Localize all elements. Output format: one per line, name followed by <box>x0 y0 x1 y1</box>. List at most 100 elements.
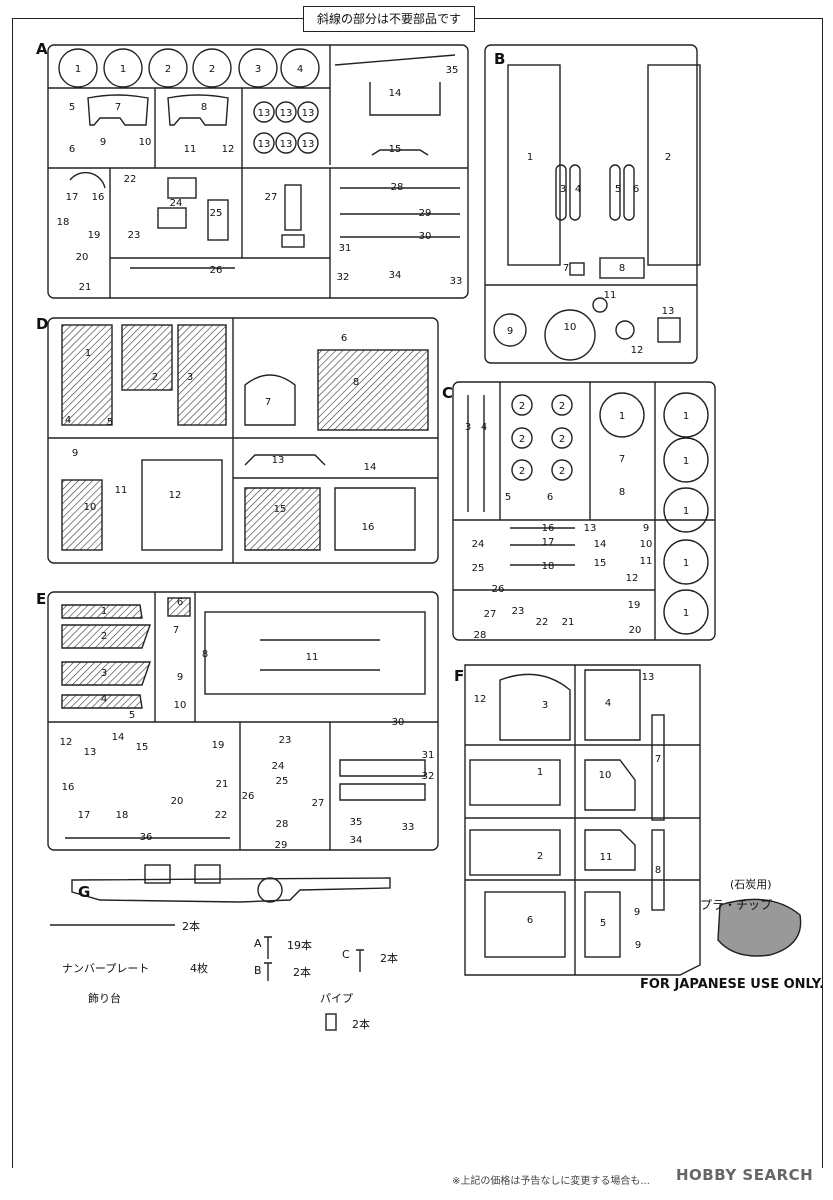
part-label-a-7: 7 <box>115 102 121 113</box>
part-label-f-2: 2 <box>537 851 543 862</box>
part-label-c-11: 11 <box>640 556 653 567</box>
screw-c-letter: C <box>342 948 350 961</box>
footer-note: ※上記の価格は予告なしに変更する場合も... <box>452 1176 650 1187</box>
part-label-d-12: 12 <box>169 490 182 501</box>
part-label-d-16: 16 <box>362 522 375 533</box>
sprue-a-discs <box>58 48 460 269</box>
part-label-e-29: 29 <box>275 840 288 851</box>
part-label-a-13: 13 <box>302 139 315 150</box>
part-label-a-10: 10 <box>139 137 152 148</box>
part-label-a-32: 32 <box>337 272 350 283</box>
part-label-a-17: 17 <box>66 192 79 203</box>
part-label-c-1: 1 <box>619 411 625 422</box>
part-label-e-11: 11 <box>306 652 319 663</box>
part-label-c-25: 25 <box>472 563 485 574</box>
part-label-c-3: 3 <box>465 422 471 433</box>
part-label-a-20: 20 <box>76 252 89 263</box>
display-stand-g <box>50 864 802 1031</box>
watermark: HOBBY SEARCH <box>676 1166 814 1184</box>
part-label-c-18: 18 <box>542 561 555 572</box>
part-label-a-6: 6 <box>69 144 75 155</box>
part-label-f-7: 7 <box>655 754 661 765</box>
part-label-d-5: 5 <box>107 417 113 428</box>
part-label-b-9: 9 <box>507 326 513 337</box>
part-label-c-2: 2 <box>519 434 525 445</box>
part-label-e-16: 16 <box>62 782 75 793</box>
part-label-c-2: 2 <box>519 401 525 412</box>
part-label-f-10: 10 <box>599 770 612 781</box>
part-label-a-12: 12 <box>222 144 235 155</box>
part-label-a-8: 8 <box>201 102 207 113</box>
part-label-c-2: 2 <box>559 466 565 477</box>
part-label-a-34: 34 <box>389 270 402 281</box>
part-label-d-2: 2 <box>152 372 158 383</box>
part-label-a-1: 1 <box>120 64 126 75</box>
part-label-e-4: 4 <box>101 694 107 705</box>
part-label-e-1: 1 <box>101 606 107 617</box>
part-label-c-13: 13 <box>584 523 597 534</box>
part-label-a-28: 28 <box>391 182 404 193</box>
part-label-d-11: 11 <box>115 485 128 496</box>
part-label-c-1: 1 <box>683 506 689 517</box>
part-label-d-4: 4 <box>65 415 71 426</box>
part-label-a-13: 13 <box>302 108 315 119</box>
part-label-c-15: 15 <box>594 558 607 569</box>
part-label-a-22: 22 <box>124 174 137 185</box>
part-label-f-5: 5 <box>600 918 606 929</box>
part-label-a-29: 29 <box>419 208 432 219</box>
part-label-f-9: 9 <box>634 907 640 918</box>
page-frame-right <box>822 18 824 1168</box>
part-label-b-5: 5 <box>615 184 621 195</box>
part-label-a-4: 4 <box>297 64 303 75</box>
part-label-e-2: 2 <box>101 631 107 642</box>
part-label-c-1: 1 <box>683 411 689 422</box>
part-label-e-31: 31 <box>422 750 435 761</box>
part-label-b-1: 1 <box>527 152 533 163</box>
screw-a-letter: A <box>254 937 262 950</box>
part-label-a-5: 5 <box>69 102 75 113</box>
part-label-c-2: 2 <box>519 466 525 477</box>
part-label-a-35: 35 <box>446 65 459 76</box>
part-label-e-18: 18 <box>116 810 129 821</box>
part-label-c-26: 26 <box>492 584 505 595</box>
part-label-e-3: 3 <box>101 668 107 679</box>
nameplate-count: 4枚 <box>190 962 208 975</box>
part-label-a-30: 30 <box>419 231 432 242</box>
section-label-c: C <box>442 384 454 402</box>
part-label-c-27: 27 <box>484 609 497 620</box>
part-label-f-13: 13 <box>642 672 655 683</box>
part-label-f-8: 8 <box>655 865 661 876</box>
screw-b-count: 2本 <box>293 966 311 979</box>
screw-b-letter: B <box>254 964 262 977</box>
part-label-d-8: 8 <box>353 377 359 388</box>
part-label-a-13: 13 <box>280 108 293 119</box>
part-label-c-10: 10 <box>640 539 653 550</box>
part-label-b-11: 11 <box>604 290 617 301</box>
section-label-a: A <box>36 40 48 58</box>
part-label-a-1: 1 <box>75 64 81 75</box>
part-label-d-3: 3 <box>187 372 193 383</box>
part-label-e-33: 33 <box>402 822 415 833</box>
part-label-a-31: 31 <box>339 243 352 254</box>
part-label-a-18: 18 <box>57 217 70 228</box>
part-label-d-9: 9 <box>72 448 78 459</box>
part-label-c-1: 1 <box>683 456 689 467</box>
part-label-b-4: 4 <box>575 184 581 195</box>
part-label-f-1: 1 <box>537 767 543 778</box>
screw-c-count: 2本 <box>380 952 398 965</box>
section-label-f: F <box>454 667 465 685</box>
part-label-a-13: 13 <box>280 139 293 150</box>
part-label-d-7: 7 <box>265 397 271 408</box>
part-label-a-24: 24 <box>170 198 183 209</box>
part-label-c-16: 16 <box>542 523 555 534</box>
part-label-e-8: 8 <box>202 649 208 660</box>
screw-a-count: 19本 <box>287 939 312 952</box>
part-label-a-9: 9 <box>100 137 106 148</box>
part-label-c-5: 5 <box>505 492 511 503</box>
section-label-b: B <box>494 50 506 68</box>
part-label-e-36: 36 <box>140 832 153 843</box>
nameplate-label: ナンバープレート <box>62 962 150 975</box>
part-label-b-13: 13 <box>662 306 675 317</box>
part-label-b-12: 12 <box>631 345 644 356</box>
